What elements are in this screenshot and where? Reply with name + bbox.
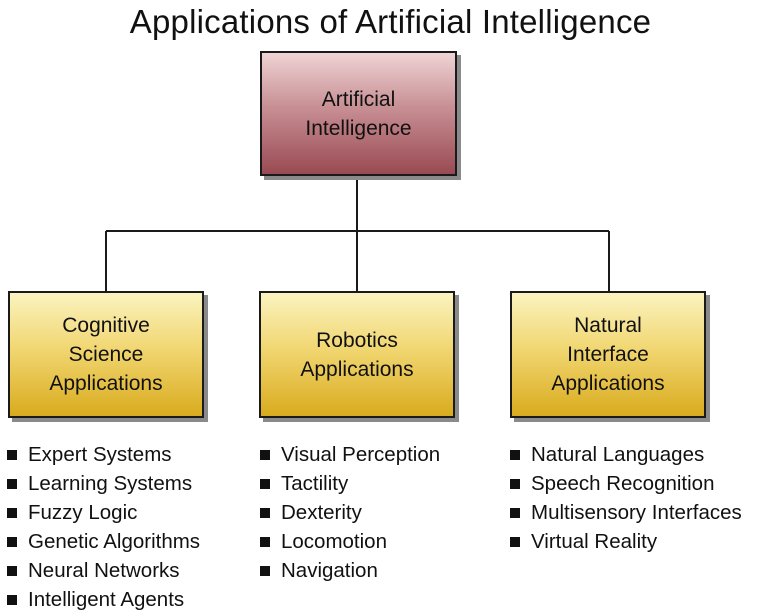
- list-item: Dexterity: [258, 498, 440, 527]
- natural-interface-list: Natural Languages Speech Recognition Mul…: [508, 440, 742, 556]
- cognitive-science-list: Expert Systems Learning Systems Fuzzy Lo…: [5, 440, 200, 614]
- list-item: Speech Recognition: [508, 469, 742, 498]
- branch-node-line: Interface: [567, 343, 649, 366]
- list-item: Natural Languages: [508, 440, 742, 469]
- list-item: Expert Systems: [5, 440, 200, 469]
- list-item: Navigation: [258, 556, 440, 585]
- branch-node-line: Natural: [574, 314, 642, 337]
- list-item: Genetic Algorithms: [5, 527, 200, 556]
- branch-node-robotics: Robotics Applications: [259, 291, 455, 418]
- branch-node-line: Applications: [300, 357, 414, 381]
- list-item: Fuzzy Logic: [5, 498, 200, 527]
- list-item: Learning Systems: [5, 469, 200, 498]
- robotics-list: Visual Perception Tactility Dexterity Lo…: [258, 440, 440, 585]
- branch-node-cognitive-science: Cognitive Science Applications: [8, 291, 204, 418]
- root-node-line: Artificial: [321, 87, 396, 111]
- branch-node-line: Applications: [551, 372, 665, 395]
- branch-node-natural-interface: Natural Interface Applications: [510, 291, 706, 418]
- diagram-title: Applications of Artificial Intelligence: [129, 3, 652, 40]
- branch-node-line: Robotics: [316, 328, 398, 352]
- list-item: Multisensory Interfaces: [508, 498, 742, 527]
- branch-node-line: Science: [68, 343, 144, 366]
- branch-node-line: Cognitive: [62, 314, 150, 337]
- root-node-line: Intelligence: [305, 116, 412, 140]
- list-item: Locomotion: [258, 527, 440, 556]
- branch-node-line: Applications: [49, 372, 163, 395]
- list-item: Visual Perception: [258, 440, 440, 469]
- list-item: Tactility: [258, 469, 440, 498]
- list-item: Virtual Reality: [508, 527, 742, 556]
- list-item: Neural Networks: [5, 556, 200, 585]
- list-item: Intelligent Agents: [5, 585, 200, 614]
- root-node-artificial-intelligence: Artificial Intelligence: [260, 51, 457, 176]
